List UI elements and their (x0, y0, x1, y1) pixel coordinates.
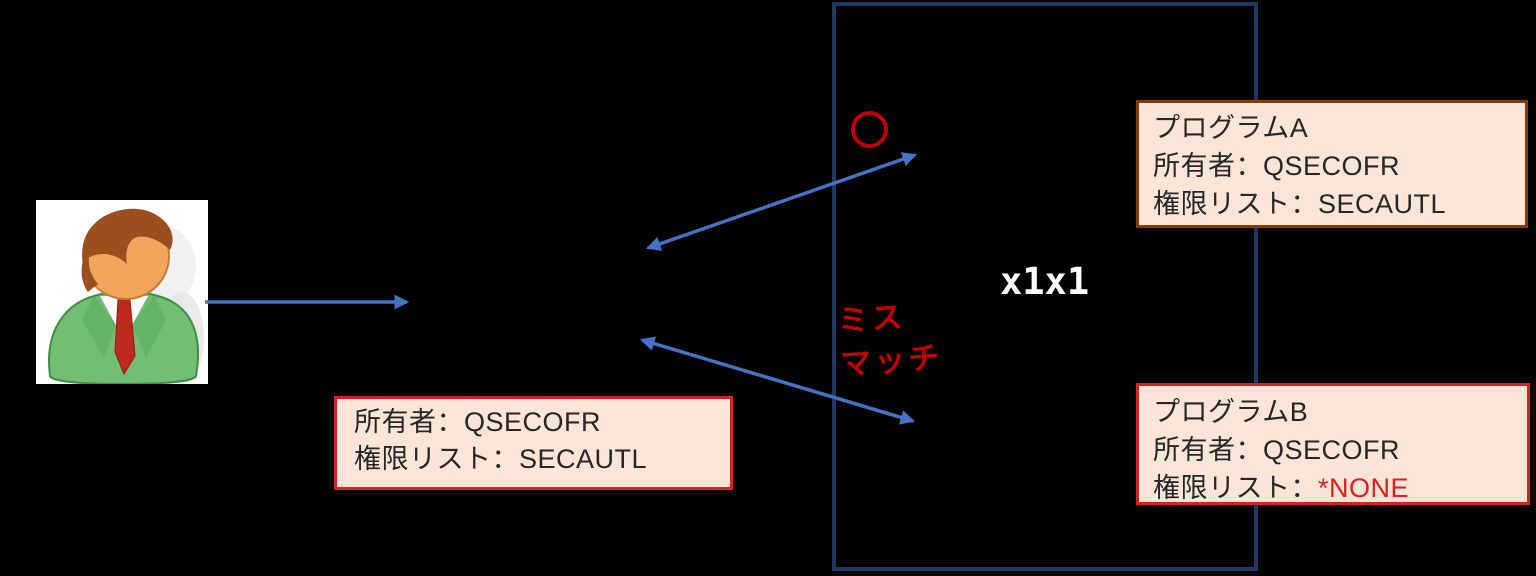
overlay-text: x1x1 (1000, 260, 1090, 303)
program-b-title: プログラムB (1153, 397, 1309, 427)
program-b-authlist-label: 権限リスト： (1153, 473, 1318, 503)
user-icon (36, 200, 208, 389)
user-owner-text: 所有者：QSECOFR (354, 407, 602, 437)
program-b-authlist: 権限リスト：*NONE (1153, 469, 1527, 507)
program-b-owner: 所有者：QSECOFR (1153, 435, 1401, 465)
mismatch-line2: マッチ (839, 339, 944, 382)
program-a-box: プログラムA 所有者：QSECOFR 権限リスト：SECAUTL (1136, 100, 1528, 228)
mismatch-label: ミス マッチ (836, 293, 944, 386)
program-b-authlist-value: *NONE (1318, 473, 1410, 503)
mismatch-line1: ミス (836, 299, 907, 339)
ok-circle-icon (851, 111, 888, 148)
user-profile-box: 所有者：QSECOFR 権限リスト：SECAUTL (334, 396, 733, 490)
program-a-authlist: 権限リスト：SECAUTL (1153, 189, 1447, 219)
program-a-title: プログラムA (1153, 113, 1309, 143)
user-icon-graphic (36, 200, 208, 386)
user-authlist-text: 権限リスト：SECAUTL (354, 444, 648, 474)
program-a-owner: 所有者：QSECOFR (1153, 151, 1401, 181)
system-frame (832, 2, 1258, 571)
program-b-box: プログラムB 所有者：QSECOFR 権限リスト：*NONE (1136, 383, 1530, 505)
